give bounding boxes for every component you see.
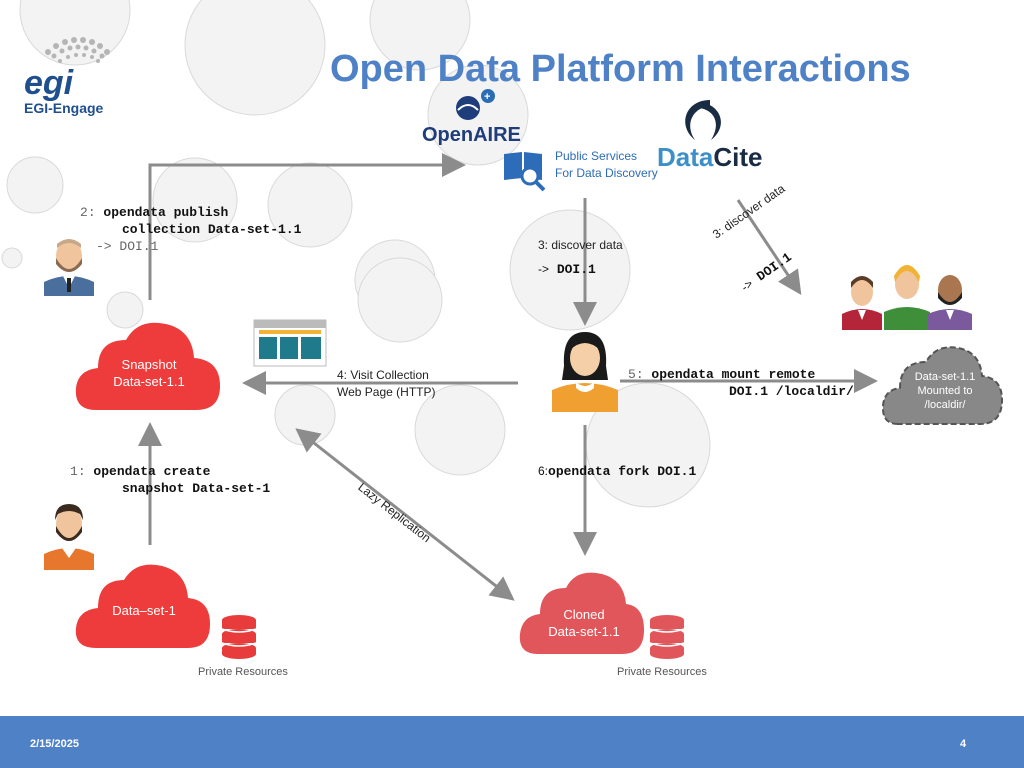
- egi-caption: EGI-Engage: [24, 100, 104, 116]
- openaire-text: OpenAIRE: [422, 124, 521, 146]
- step5-cmd2: DOI.1 /localdir/: [729, 384, 854, 399]
- step4-line2: Web Page (HTTP): [337, 385, 436, 399]
- egi-logo: egi EGI-Engage: [18, 22, 128, 122]
- footer-date: 2/15/2025: [30, 738, 79, 750]
- cloned-cloud-label: Cloned Data-set-1.1: [522, 606, 646, 640]
- database-icon-private-1: [221, 615, 257, 659]
- connector-arrows: [138, 153, 878, 601]
- private-resources-label-2: Private Resources: [617, 666, 707, 678]
- mounted-line2: Mounted to: [917, 385, 973, 397]
- background-bubbles: [1, 0, 711, 508]
- mounted-line3: /localdir/: [924, 399, 966, 411]
- snapshot-cloud-label: Snapshot Data-set-1.1: [84, 356, 214, 390]
- dataset-cloud-label: Data–set-1: [112, 603, 176, 618]
- mounted-cloud-icon: [881, 346, 1004, 425]
- discover-arrow-diagonal: [736, 199, 802, 295]
- step1-command: 1: opendata create: [70, 464, 211, 479]
- datacite-icon: [685, 100, 721, 140]
- step1-num: 1: [70, 464, 78, 479]
- researcher-person-icon: [552, 332, 618, 412]
- snapshot-line2: Data-set-1.1: [113, 374, 185, 389]
- step2-cmd1: opendata publish: [103, 205, 229, 220]
- cloned-line2: Data-set-1.1: [548, 624, 620, 639]
- snapshot-cloud-icon: [75, 322, 220, 410]
- public-services-label: Public Services For Data Discovery: [555, 148, 658, 182]
- lazy-replication-arrow: [295, 428, 515, 601]
- step2-cmd2: collection Data-set-1.1: [122, 222, 302, 237]
- step5-command-line2: DOI.1 /localdir/: [729, 383, 854, 400]
- cloned-line1: Cloned: [563, 607, 605, 622]
- egi-dots-icon: egi: [24, 37, 110, 102]
- mounted-cloud-label: Data-set-1.1 Mounted to /localdir/: [890, 370, 1000, 412]
- public-services-line2: For Data Discovery: [555, 166, 658, 180]
- cloned-cloud-icon: [519, 572, 644, 654]
- step2-arrow: ->: [96, 239, 112, 254]
- step6-cmd: opendata fork DOI.1: [548, 464, 697, 479]
- datacite-logo: DataCite: [655, 96, 765, 176]
- book-search-icon: [504, 152, 546, 192]
- snapshot-line1: Snapshot: [121, 357, 177, 372]
- private-resources-label-1: Private Resources: [198, 666, 288, 678]
- openaire-logo: + OpenAIRE: [420, 88, 521, 150]
- step3a-doi: DOI.1: [556, 262, 596, 277]
- page-title: Open Data Platform Interactions: [330, 48, 911, 90]
- openaire-icon: +: [456, 89, 495, 120]
- publish-arrow: [148, 153, 466, 300]
- egi-mark-text: egi: [24, 64, 75, 102]
- step2-result-doi: DOI.1: [119, 239, 159, 254]
- step1-cmd2: snapshot Data-set-1: [122, 481, 271, 496]
- footer-bar: [0, 716, 1024, 768]
- public-services-line1: Public Services: [555, 149, 638, 163]
- datacite-text: DataCite: [657, 142, 762, 173]
- datacite-text-a: Data: [657, 142, 714, 172]
- step2-command-line2: collection Data-set-1.1: [122, 221, 301, 238]
- step3a-result: -> DOI.1: [538, 261, 596, 278]
- publisher-person-icon: [44, 239, 94, 296]
- web-page-icon: [253, 319, 327, 367]
- step4-line1: 4: Visit Collection: [337, 368, 429, 382]
- step2-result: -> DOI.1: [96, 238, 158, 255]
- creator-person-icon: [44, 504, 94, 570]
- svg-text:+: +: [484, 91, 490, 103]
- step6-command: 6:opendata fork DOI.1: [538, 463, 696, 480]
- step4-label: 4: Visit Collection Web Page (HTTP): [337, 367, 435, 401]
- step3a-arrow: ->: [538, 262, 550, 276]
- step2-command: 2: opendata publish: [80, 205, 229, 220]
- mounted-line1: Data-set-1.1: [914, 371, 976, 383]
- user-group-icon: [842, 265, 972, 330]
- step5-num: 5: [628, 367, 636, 382]
- step6-num: 6:: [538, 464, 549, 478]
- footer-page-number: 4: [960, 738, 967, 750]
- step5-command: 5: opendata mount remote: [628, 367, 816, 382]
- database-icon-private-2: [649, 615, 685, 659]
- step1-cmd1: opendata create: [93, 464, 211, 479]
- datacite-text-b: Cite: [713, 142, 763, 172]
- step2-num: 2: [80, 205, 88, 220]
- step5-cmd1: opendata mount remote: [651, 367, 816, 382]
- step1-command-line2: snapshot Data-set-1: [122, 480, 270, 497]
- step3a-label: 3: discover data: [538, 238, 623, 252]
- dataset-cloud-icon: [75, 564, 210, 648]
